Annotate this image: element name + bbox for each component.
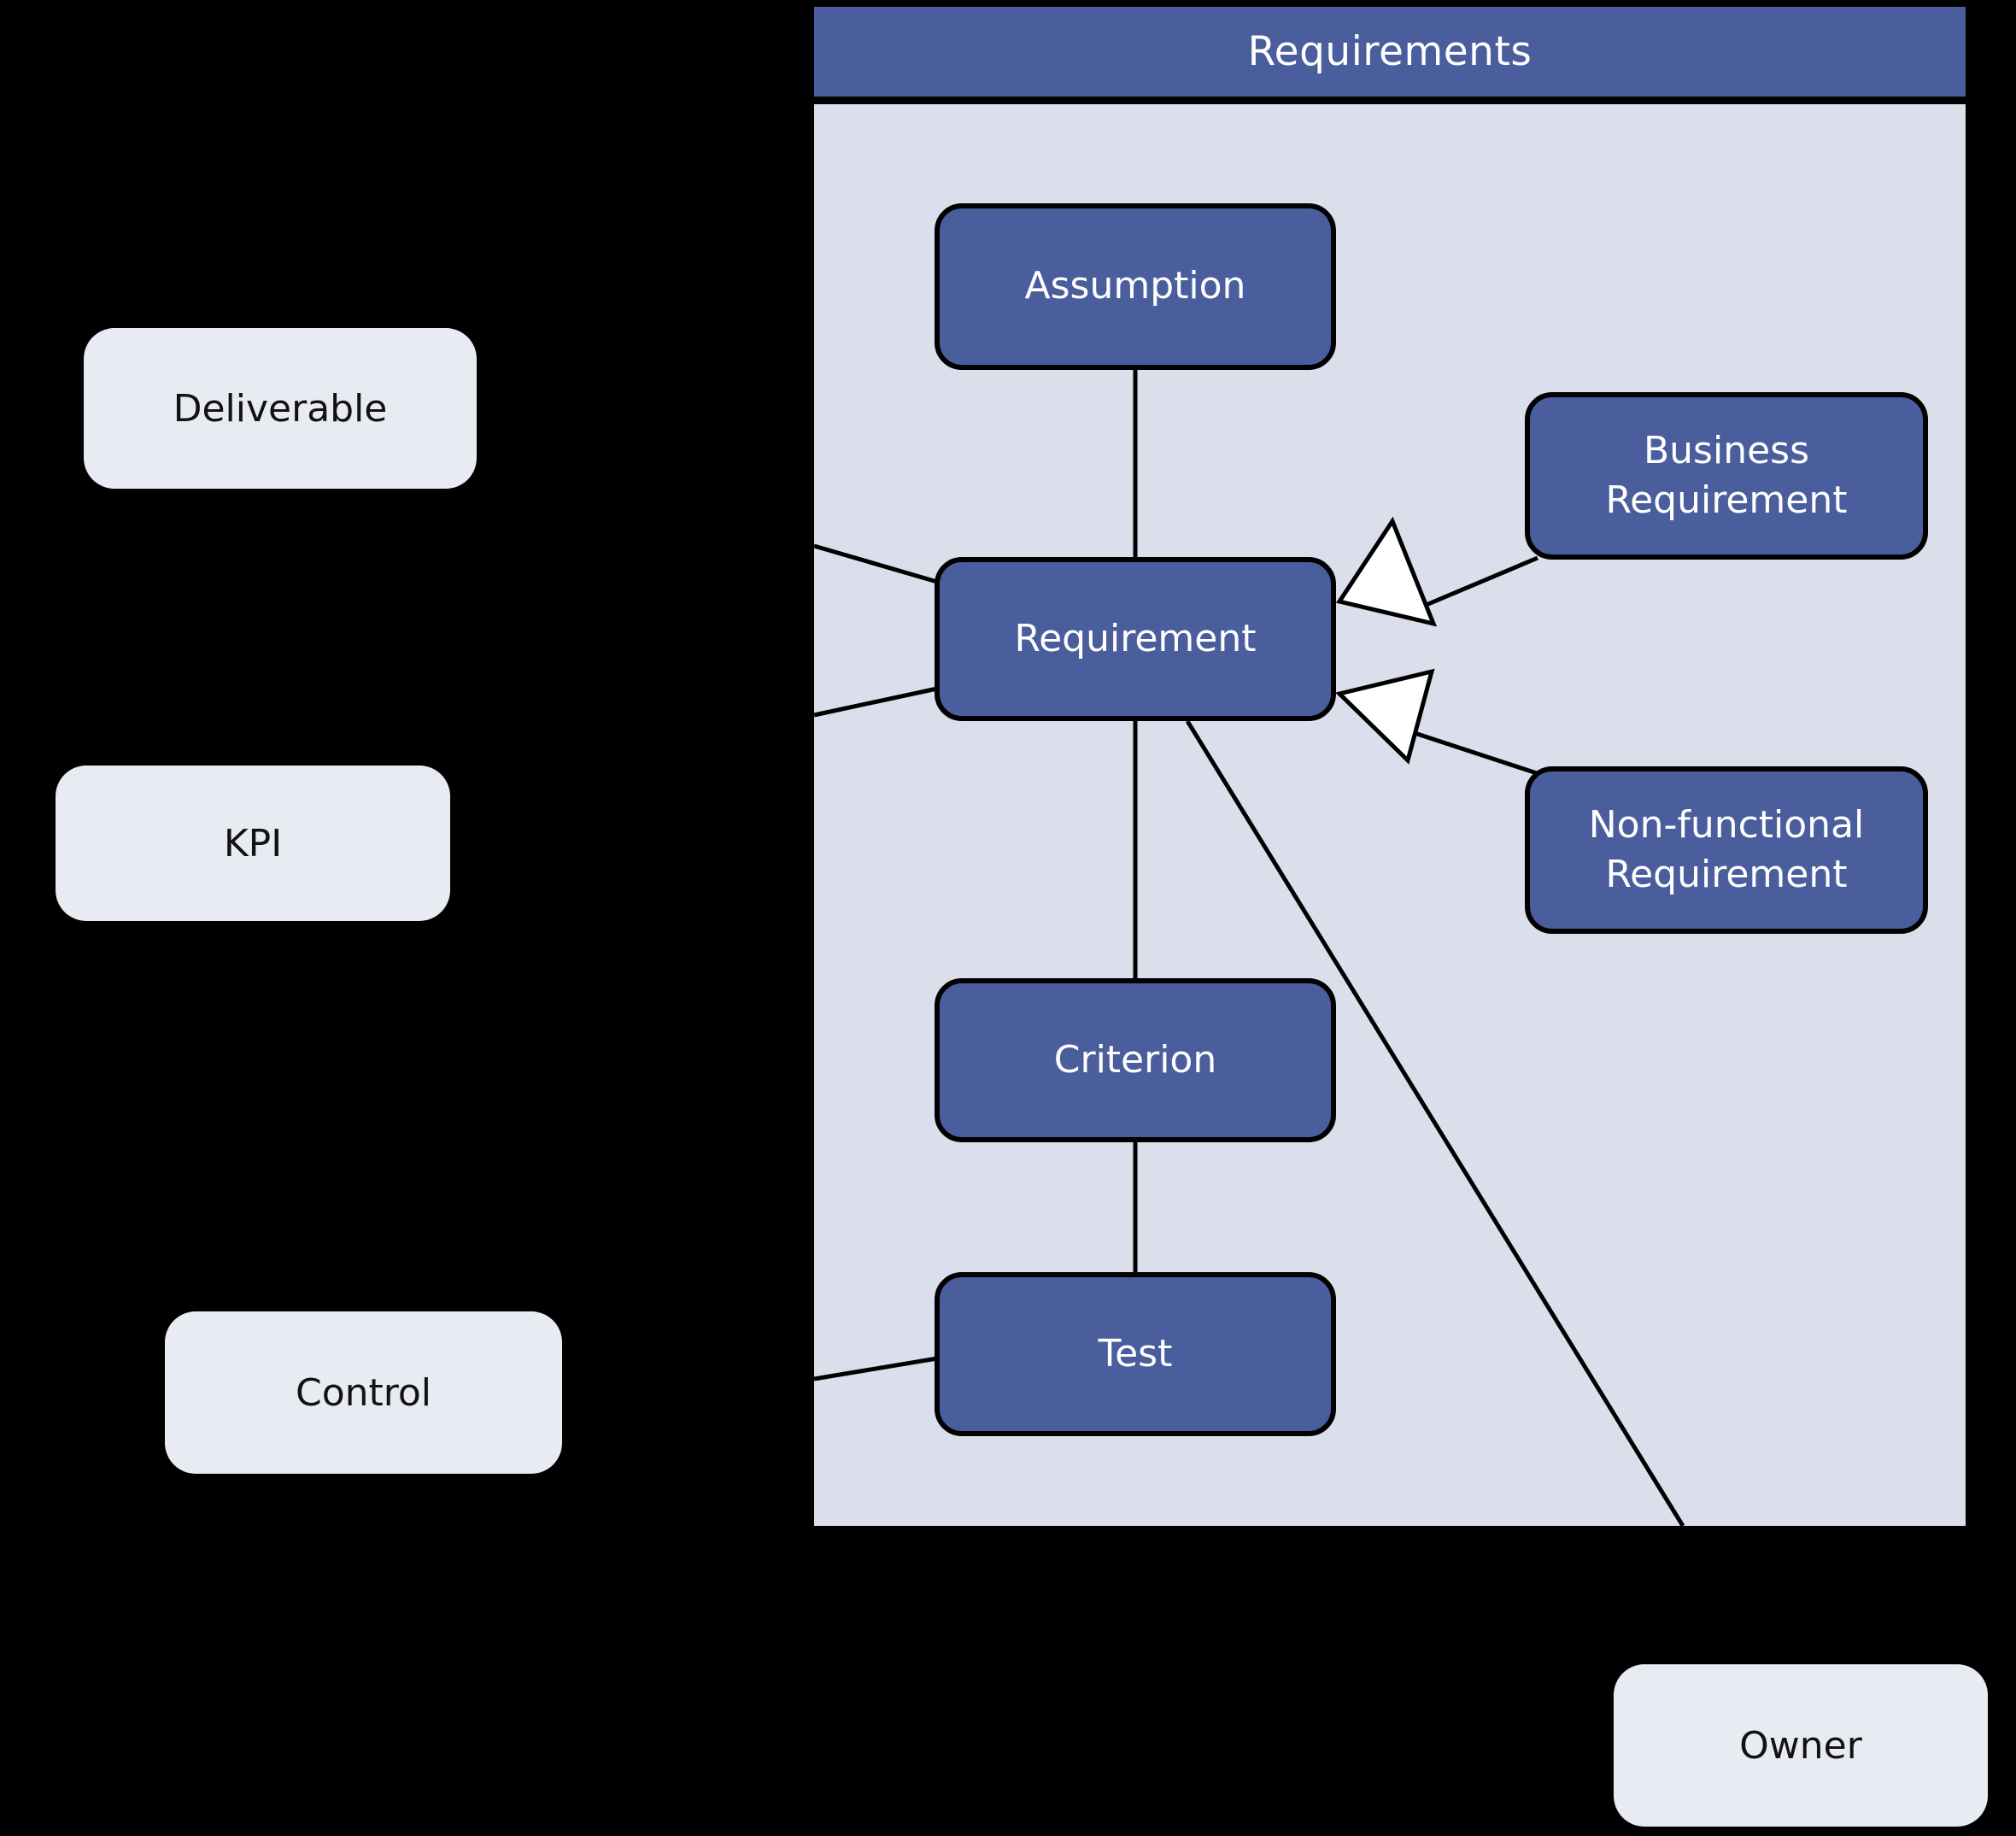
node-deliverable-label: Deliverable xyxy=(173,386,388,431)
node-test-label: Test xyxy=(1098,1331,1173,1376)
requirements-package-header: Requirements xyxy=(814,7,1966,104)
node-control[interactable]: Control xyxy=(165,1311,562,1474)
node-business-requirement-label: Business Requirement xyxy=(1605,428,1848,522)
node-business-requirement[interactable]: Business Requirement xyxy=(1525,392,1928,560)
node-owner[interactable]: Owner xyxy=(1614,1664,1988,1827)
node-test[interactable]: Test xyxy=(935,1272,1336,1436)
requirements-package-title: Requirements xyxy=(1247,28,1533,75)
node-nonfunctional-requirement[interactable]: Non-functional Requirement xyxy=(1525,766,1928,934)
node-assumption[interactable]: Assumption xyxy=(935,203,1336,370)
node-criterion-label: Criterion xyxy=(1053,1037,1217,1082)
node-nonfunctional-requirement-label: Non-functional Requirement xyxy=(1588,802,1865,896)
node-owner-label: Owner xyxy=(1739,1723,1862,1768)
node-assumption-label: Assumption xyxy=(1024,264,1246,308)
node-kpi[interactable]: KPI xyxy=(56,765,450,921)
node-kpi-label: KPI xyxy=(223,821,283,865)
node-control-label: Control xyxy=(295,1370,432,1415)
node-deliverable[interactable]: Deliverable xyxy=(84,328,477,489)
node-requirement[interactable]: Requirement xyxy=(935,557,1336,721)
node-requirement-label: Requirement xyxy=(1014,616,1257,660)
node-criterion[interactable]: Criterion xyxy=(935,978,1336,1142)
